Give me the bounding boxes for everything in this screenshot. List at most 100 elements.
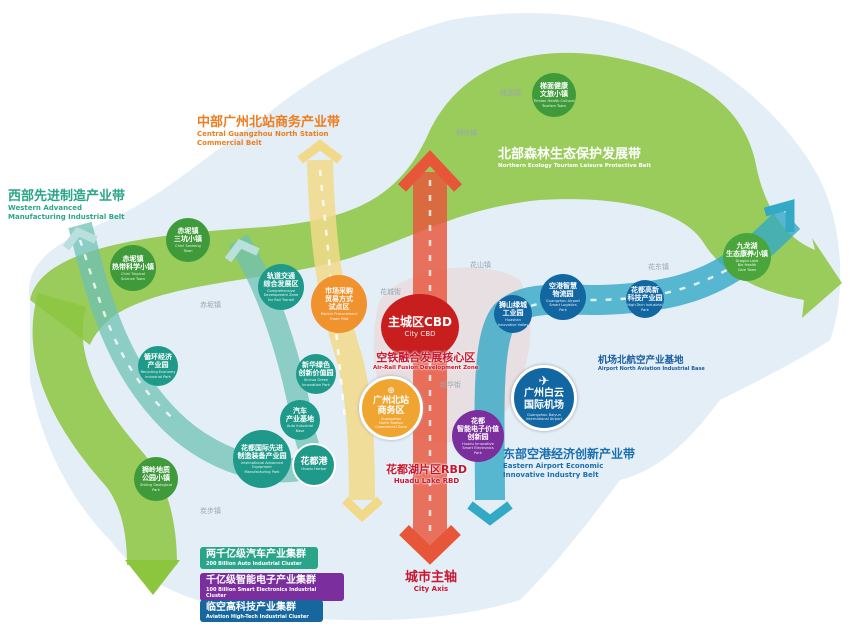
node-zh: 汽车 产业基地: [286, 407, 314, 424]
city-axis-bottom-chevron: [399, 524, 461, 565]
node-en: Market Procurement Trade Pilot: [320, 312, 358, 321]
town-label: 花城街: [380, 288, 401, 296]
node-zh: 广州北站 商务区: [372, 395, 409, 416]
node-en: Huadu Innovative Smart Electronics Park: [462, 442, 494, 455]
western-road-right-chevron: [224, 239, 260, 263]
eastern-belt-top-chevron: [763, 199, 795, 232]
node-zh: 狮岭地质 公园小镇: [142, 466, 170, 483]
central-road: [307, 159, 375, 501]
legend-en: 200 Billion Auto Industrial Cluster: [206, 561, 302, 567]
core-zone-zh: 空铁融合发展核心区: [376, 351, 476, 364]
node-en: Guangzhou Airport Smart Logistics Park: [546, 299, 580, 312]
town-label: 赤坭镇: [200, 301, 221, 309]
western-belt-title: 西部先进制造产业带 Western Advanced Manufacturing…: [8, 189, 125, 222]
western-belt-arrow: [125, 560, 180, 595]
city-axis-zh: 城市主轴: [404, 570, 457, 585]
node-zh: 花都港: [300, 457, 328, 468]
node-zh: 花都国际先进 制造装备产业园: [237, 444, 287, 461]
legend-aviation-cluster: 临空高科技产业集群 Aviation High-Tech Industrial …: [200, 600, 323, 622]
central-road-top-chevron: [297, 139, 343, 164]
node-en: High-Tech Industrial Park: [627, 303, 663, 312]
node-en: Xinhua Green Innovation Park: [302, 378, 330, 387]
eastern-belt-zh: 东部空港经济创新产业带: [503, 447, 636, 461]
node-en: Auto Industrial Base: [286, 424, 314, 433]
airplane-icon: ✈: [538, 373, 550, 389]
western-belt-en: Western Advanced Manufacturing Industria…: [8, 204, 125, 221]
town-label: 狮岭镇: [456, 129, 477, 137]
legend-electronics-cluster: 千亿级智能电子产业集群 100 Billion Smart Electronic…: [200, 573, 344, 601]
rbd-en: Huadu Lake RBD: [393, 477, 460, 485]
legend-en: Aviation High-Tech Industrial Cluster: [206, 614, 309, 620]
eastern-belt-title: 东部空港经济创新产业带 Eastern Airport Economic Inn…: [503, 447, 635, 480]
node-en: Chini Tropical Science Town: [120, 272, 146, 281]
northern-belt-zh: 北部森林生态保护发展带: [498, 147, 642, 162]
node-zh: 赤坭镇 三坑小镇: [174, 227, 202, 244]
eastern-belt-en: Eastern Airport Economic Innovative Indu…: [503, 462, 604, 479]
western-road-left-chevron: [62, 227, 98, 251]
node-zh: 狮山绿城 工业园: [499, 301, 527, 318]
town-label: 炭步镇: [200, 507, 221, 515]
node-en: Tiimian Health Cultural Tourism Town: [533, 99, 575, 108]
node-en: Guangzhou North Station Commercial Zone: [375, 416, 407, 430]
rbd-title: 花都湖片区RBD Huadu Lake RBD: [386, 461, 467, 485]
node-zh: 梯面健康 文旅小镇: [540, 82, 568, 99]
legend-zh: 两千亿级汽车产业集群: [206, 549, 306, 560]
eastern-belt-bottom-chevron: [467, 501, 513, 526]
node-en: Shiling Geological Park: [139, 483, 173, 492]
node-en: Dragon Lake Bio Health Care Town: [735, 259, 759, 272]
node-en: Chini Sankeng Town: [175, 244, 201, 253]
northern-belt-en: Northern Ecology Tourism Leisure Protect…: [498, 163, 652, 169]
legend-en: 100 Billion Smart Electronics Industrial…: [206, 587, 317, 599]
node-zh: 花都高新 科技产业园: [627, 286, 663, 303]
city-axis-en: City Axis: [413, 585, 449, 593]
node-en: International Advanced Equipment Manufac…: [241, 461, 283, 474]
airport-north-title: 机场北航空产业基地 Airport North Aviation Industr…: [598, 352, 705, 372]
node-zh: 九龙湖 生态康养小镇: [726, 242, 768, 259]
node-zh: 轨道交通 综合发展区: [263, 272, 299, 289]
airport-north-en: Airport North Aviation Industrial Base: [598, 366, 705, 372]
node-en: Huashan Innovative Valley: [497, 318, 529, 327]
rbd-zh: 花都湖片区RBD: [386, 463, 467, 476]
node-zh: 新华绿色 创新价值园: [298, 361, 334, 378]
legend-zh: 千亿级智能电子产业集群: [206, 575, 316, 586]
town-label: 新华街: [440, 381, 461, 389]
node-en: Guangzhou Baiyun International Airport: [525, 412, 563, 421]
node-zh: 循环经济 产业园: [144, 353, 172, 370]
central-road-bottom-chevron: [341, 496, 383, 523]
node-en: Huadu Harbor: [301, 467, 327, 472]
node-zh: 赤坭镇 热带科学小镇: [112, 255, 154, 272]
node-zh: 市场采购 贸易方式 试点区: [325, 287, 353, 312]
town-label: 花东镇: [648, 263, 669, 271]
legend-zh: 临空高科技产业集群: [206, 602, 296, 613]
node-zh: 广州白云 国际机场: [524, 387, 564, 411]
western-belt-zh: 西部先进制造产业带: [8, 189, 126, 204]
node-en: City CBD: [404, 330, 436, 338]
node-en: Comprehensive Development Zone for Rail …: [263, 289, 299, 302]
airport-north-zh: 机场北航空产业基地: [598, 355, 684, 366]
central-belt-zh: 中部广州北站商务产业带: [197, 115, 341, 130]
northern-belt-title: 北部森林生态保护发展带 Northern Ecology Tourism Lei…: [498, 147, 651, 171]
node-zh: 主城区CBD: [388, 315, 452, 329]
central-belt-en: Central Guangzhou North Station Commerci…: [197, 130, 329, 147]
core-zone-en: Air-Rail Fusion Development Zone: [373, 365, 479, 371]
western-belt-arm: [32, 293, 177, 566]
